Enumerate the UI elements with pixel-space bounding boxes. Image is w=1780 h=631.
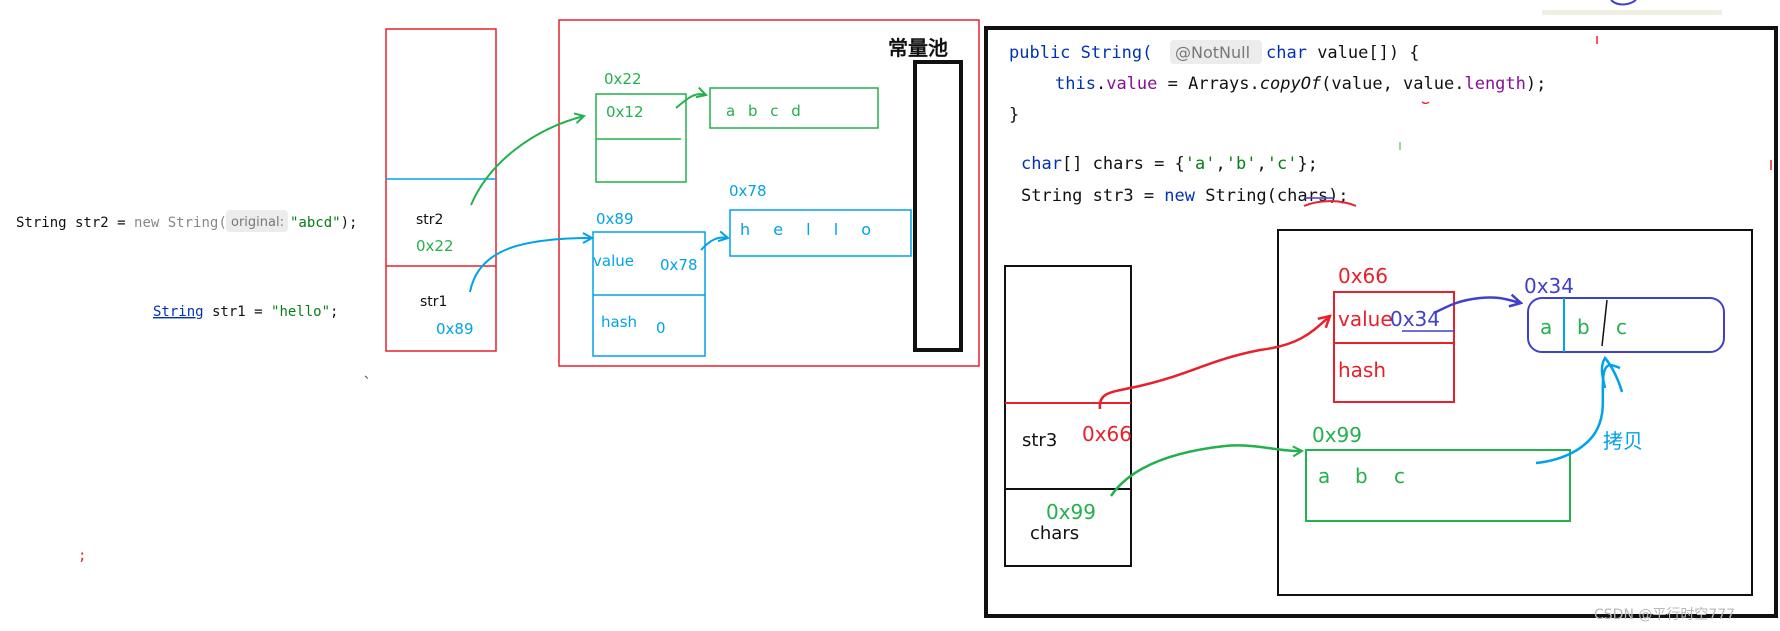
str1-label: str1	[420, 294, 447, 310]
str3-label: str3	[1022, 430, 1057, 451]
obj-89-box	[592, 231, 706, 357]
obj-66-hash-label: hash	[1338, 358, 1386, 382]
arrow-chars-to-0x99	[1109, 444, 1302, 497]
right-heap-frame	[1277, 229, 1753, 596]
str1-code-line: String str1 = "hello";	[153, 304, 338, 320]
arrow-str3-to-0x66	[1098, 316, 1330, 410]
arr-99-item-0: a	[1318, 464, 1330, 488]
notnull-annotation: @NotNull	[1175, 43, 1250, 62]
arr-hello: h e l l o	[740, 220, 880, 239]
str1-addr: 0x89	[436, 320, 474, 338]
obj-66-box	[1333, 291, 1455, 403]
arrow-str1-to-0x89	[469, 238, 592, 293]
arr-34-item-1: b	[1577, 315, 1590, 339]
code-line-2: this.value = Arrays.copyOf(value, value.…	[1055, 74, 1546, 94]
left-heap: 常量池 0x22 0x12 a b c d 0x89 value 0x78 ha…	[558, 19, 980, 367]
obj-89-hash: 0	[656, 319, 666, 337]
stray-mark: 、	[364, 367, 376, 381]
arrow-str2-to-0x22	[470, 116, 584, 206]
left-code: String str2 = new String( original: "abc…	[16, 210, 376, 564]
left-heap-frame	[558, 19, 980, 367]
arr-99-item-2: c	[1394, 464, 1405, 488]
code-line-4: char[] chars = {'a','b','c'};	[1021, 154, 1318, 174]
obj-22-addr: 0x22	[604, 70, 642, 88]
arrow-value-to-0x34	[1433, 297, 1521, 315]
arrow-value-to-hello	[700, 238, 728, 251]
str2-code-args: "abcd");	[290, 215, 357, 231]
obj-89-addr: 0x89	[596, 210, 634, 228]
right-arrows	[1098, 297, 1624, 497]
code-line-3: }	[1009, 105, 1019, 125]
left-stack: str2 0x22 str1 0x89	[385, 28, 497, 352]
obj-66-value: 0x34	[1390, 307, 1440, 331]
right-top-strip	[1542, 10, 1722, 15]
arr-34-item-2: c	[1616, 315, 1627, 339]
code-line-1: public String(	[1009, 43, 1152, 63]
left-stack-frame	[385, 28, 497, 352]
code-line-1b: char value[]) {	[1266, 43, 1420, 63]
chars-label: chars	[1030, 523, 1079, 544]
arr-99-addr: 0x99	[1312, 423, 1362, 447]
param-hint: original:	[231, 215, 284, 230]
obj-89-value: 0x78	[660, 256, 698, 274]
notnull-bg	[1170, 40, 1262, 64]
obj-89-hash-label: hash	[601, 313, 637, 331]
arr-99-item-1: b	[1355, 464, 1368, 488]
chars-addr: 0x99	[1046, 500, 1096, 524]
arr-99-box	[1305, 449, 1571, 522]
right-stack-frame	[1004, 265, 1132, 567]
copy-label: 拷贝	[1603, 429, 1643, 453]
obj-66-value-label: value	[1338, 307, 1393, 331]
arr-34-box	[1527, 297, 1725, 353]
arr-78-addr: 0x78	[729, 182, 767, 200]
constant-pool-label: 常量池	[888, 36, 948, 60]
obj-22-box	[595, 93, 687, 183]
obj-89-value-label: value	[593, 252, 634, 270]
param-hint-bg	[226, 210, 288, 232]
arr-abcd: a b c d	[726, 102, 805, 120]
str2-label: str2	[416, 212, 443, 228]
constant-pool-box	[913, 60, 963, 352]
right-code: public String( @NotNull char value[]) { …	[1009, 40, 1546, 206]
right-panel-frame	[984, 26, 1778, 618]
code-line-5: String str3 = new String(chars);	[1021, 186, 1349, 206]
chars-underline-mark	[1303, 200, 1357, 207]
right-stack: str3 0x66 0x99 chars	[1004, 265, 1132, 567]
str2-addr: 0x22	[416, 237, 454, 255]
arr-34-addr: 0x34	[1524, 274, 1574, 298]
str2-code-line: String str2 = new String(	[16, 215, 227, 231]
obj-66-addr: 0x66	[1338, 264, 1388, 288]
arr-34-sep-2	[1601, 299, 1608, 347]
arr-abcd-box	[709, 87, 879, 129]
stray-semicolon: ;	[78, 548, 86, 564]
arr-34-item-0: a	[1540, 315, 1552, 339]
left-arrows	[469, 94, 728, 293]
watermark: CSDN @平行时空777	[1594, 607, 1735, 623]
arrow-0x12-to-abcd	[675, 94, 706, 109]
right-top-scribble	[1610, 0, 1637, 6]
obj-22-value: 0x12	[606, 103, 644, 121]
code-red-tick	[1421, 101, 1430, 105]
right-heap: 0x66 value 0x34 hash 0x34 a b c 0x99 a b…	[1277, 229, 1753, 596]
str3-addr: 0x66	[1082, 422, 1132, 446]
arrow-copy-head	[1600, 355, 1624, 393]
